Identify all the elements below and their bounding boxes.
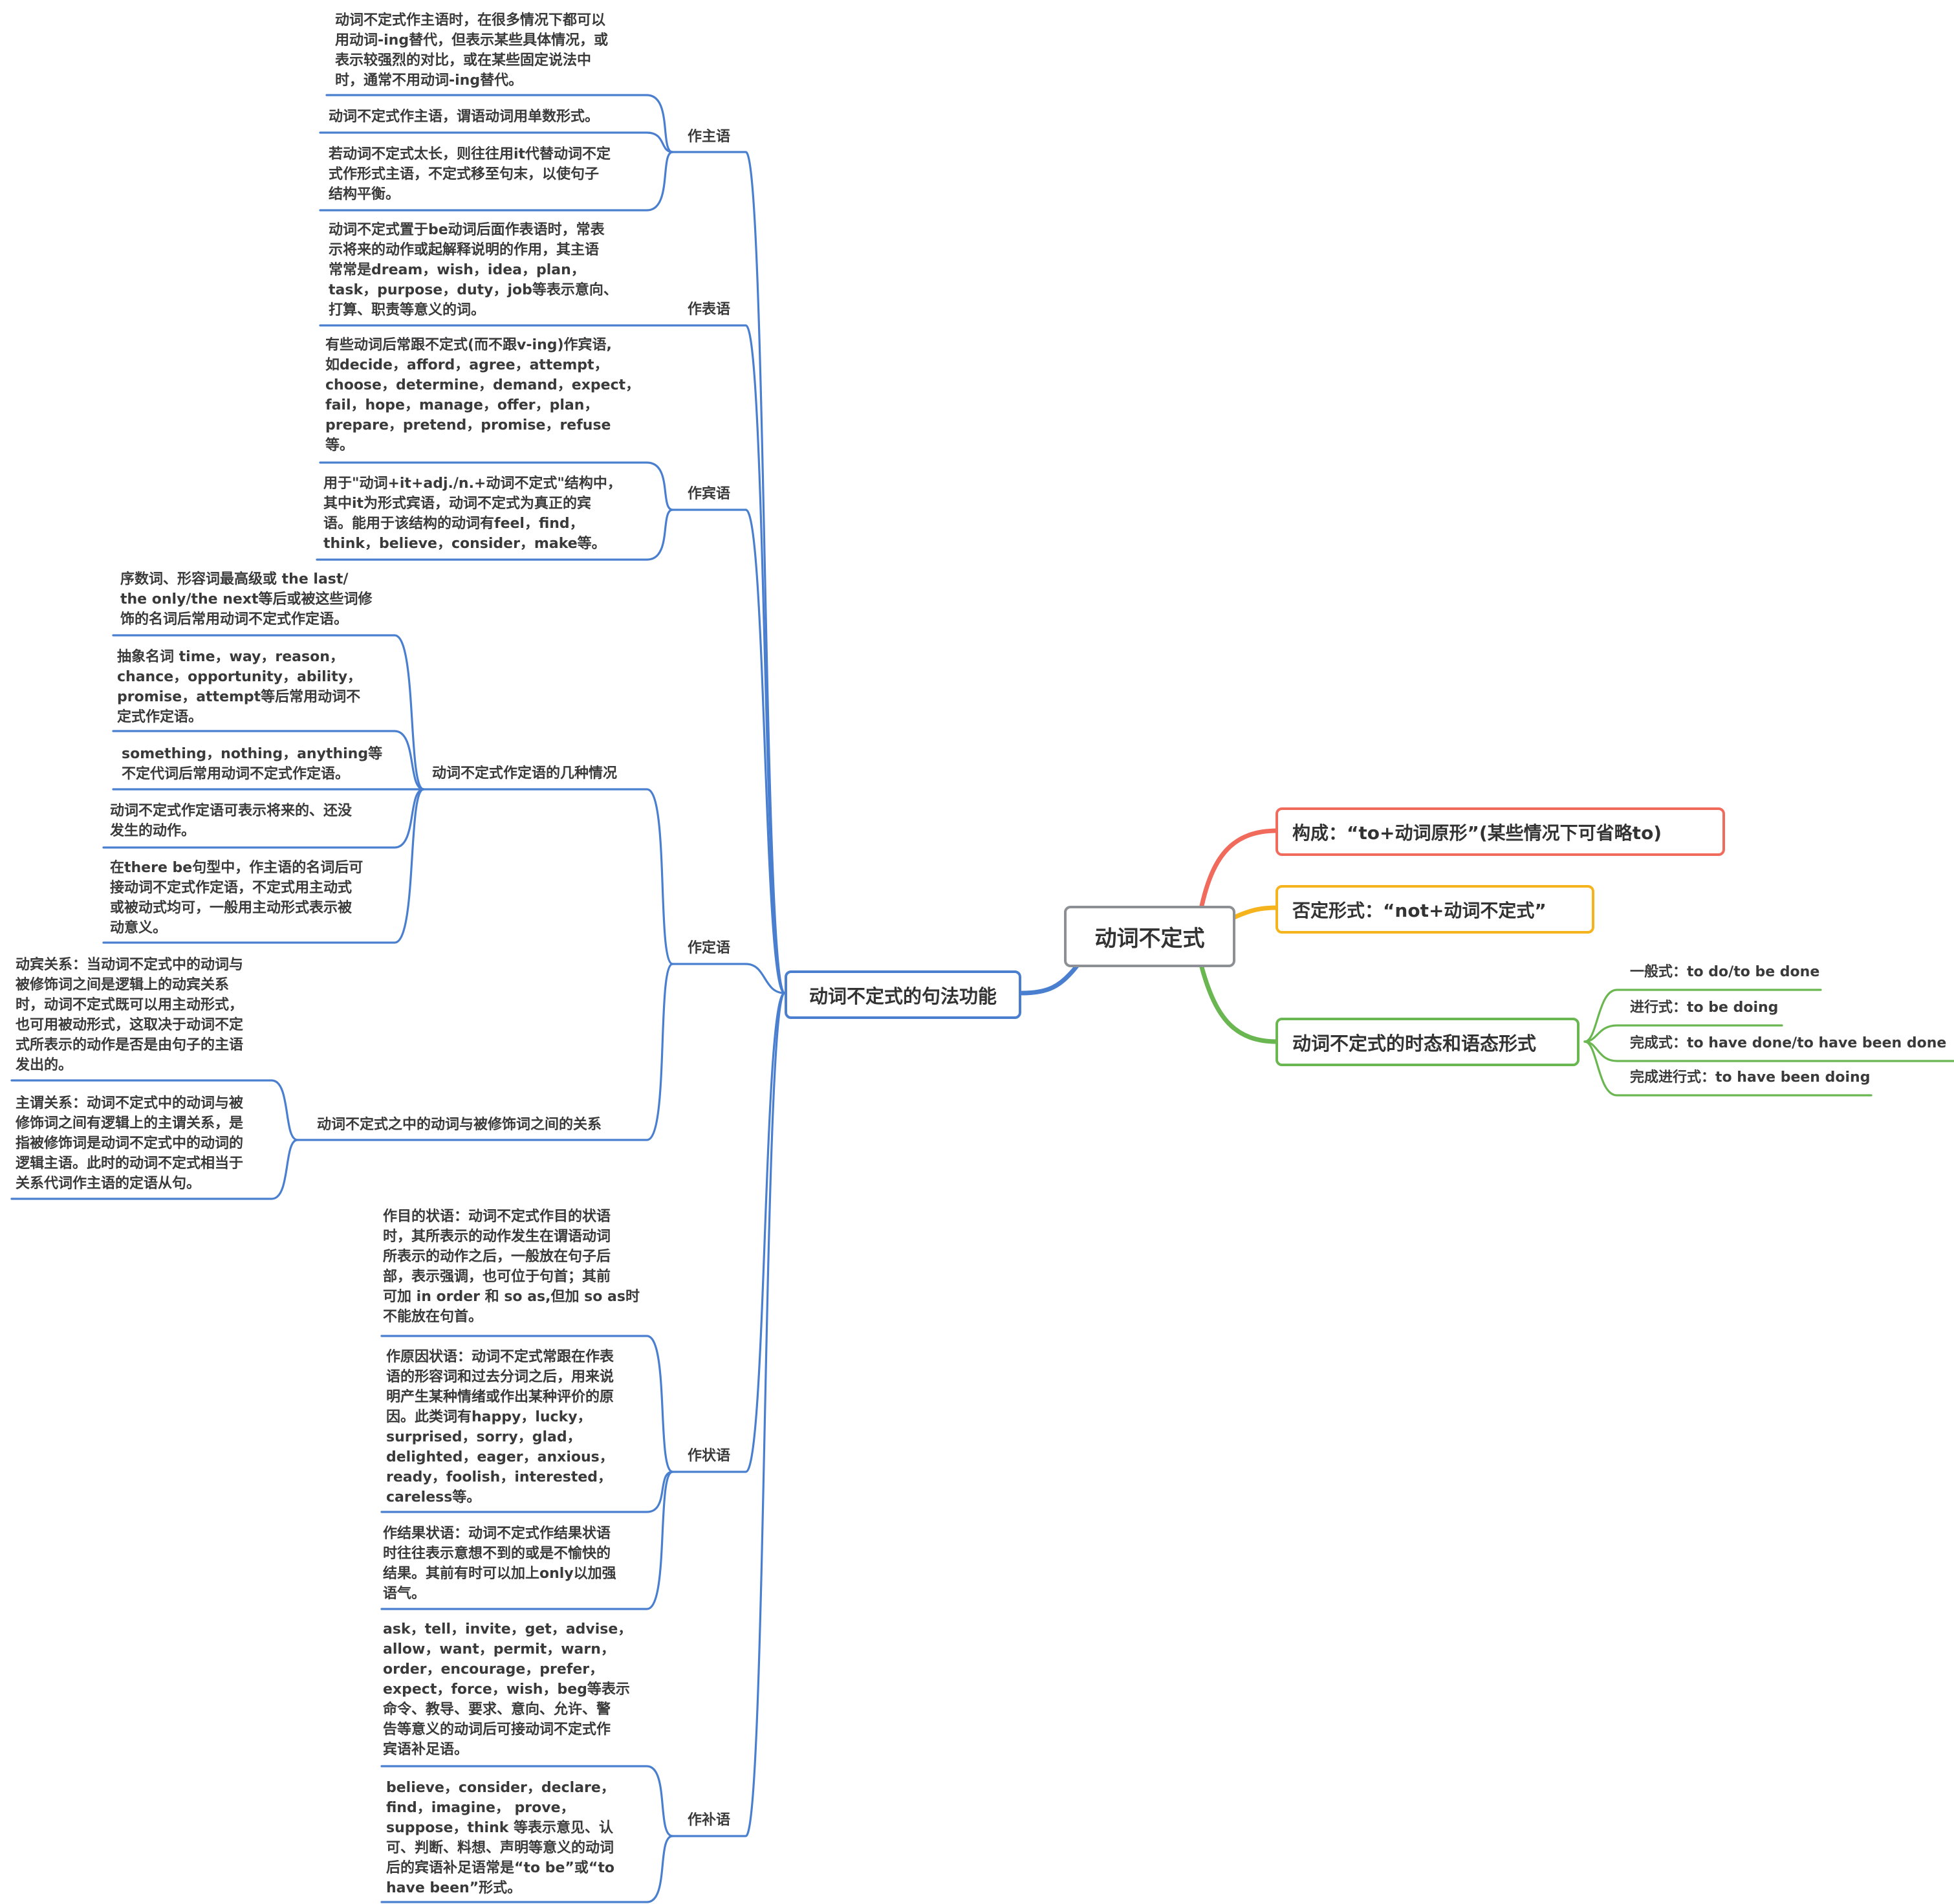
attributive-case-note: something，nothing，anything等 不定代词后常用动词不定式… — [122, 746, 383, 782]
complement-note: ask，tell，invite，get，advise， allow，want，p… — [383, 1621, 633, 1758]
link-syntax-subject — [671, 151, 786, 994]
subject-note: 动词不定式作主语时，在很多情况下都可以 用动词-ing替代，但表示某些具体情况，… — [335, 12, 609, 89]
label-attributive-cases[interactable]: 动词不定式作定语的几种情况 — [432, 765, 618, 782]
link-attributive-cases — [422, 788, 674, 965]
link-subject-3 — [319, 151, 674, 212]
link-cases-1 — [112, 634, 425, 791]
object-note: 用于"动词+it+adj./n.+动词不定式"结构中， 其中it为形式宾语，动词… — [323, 476, 622, 552]
link-adverbial-3 — [380, 1471, 674, 1610]
link-syntax-adverbial — [671, 992, 786, 1473]
tense-item: 一般式：to do/to be done — [1630, 964, 1820, 980]
label-predicative[interactable]: 作表语 — [688, 301, 731, 318]
subject-note: 若动词不定式太长，则往往用it代替动词不定 式作形式主语，不定式移至句末，以使句… — [329, 146, 611, 202]
link-syntax-predicative — [671, 324, 786, 994]
branch-composition[interactable]: 构成：“to+动词原形”(某些情况下可省略to) — [1276, 807, 1725, 856]
label-subject[interactable]: 作主语 — [688, 129, 731, 145]
attributive-relation-note: 主谓关系：动词不定式中的动词与被 修饰词之间有逻辑上的主谓关系，是 指被修饰词是… — [16, 1095, 244, 1192]
link-subject-2 — [319, 131, 674, 153]
adverbial-note: 作结果状语：动词不定式作结果状语 时往往表示意想不到的或是不愉快的 结果。其前有… — [383, 1526, 616, 1602]
object-note: 有些动词后常跟不定式(而不跟v-ing)作宾语, 如decide，afford，… — [325, 337, 640, 454]
link-root-tense — [1199, 965, 1280, 1044]
link-tense-2 — [1583, 1024, 1783, 1043]
tense-item: 完成式：to have done/to have been done — [1630, 1035, 1947, 1051]
link-cases-4 — [102, 788, 425, 849]
adverbial-note: 作目的状语：动词不定式作目的状语 时，其所表示的动作发生在谓语动词 所表示的动作… — [383, 1209, 640, 1325]
attributive-case-note: 动词不定式作定语可表示将来的、还没 发生的动作。 — [110, 803, 353, 839]
link-relation-1 — [10, 1079, 299, 1141]
link-root-composition — [1199, 828, 1280, 908]
attributive-case-note: 在there be句型中，作主语的名词后可 接动词不定式作定语，不定式用主动式 … — [110, 860, 364, 936]
link-adverbial-1 — [380, 1335, 674, 1473]
label-attributive-relation[interactable]: 动词不定式之中的动词与被修饰词之间的关系 — [317, 1117, 602, 1133]
link-complement-1 — [380, 1765, 674, 1837]
attributive-relation-note: 动宾关系：当动词不定式中的动词与 被修饰词之间是逻辑上的动宾关系 时，动词不定式… — [16, 957, 244, 1073]
adverbial-note: 作原因状语：动词不定式常跟在作表 语的形容词和过去分词之后，用来说 明产生某种情… — [386, 1349, 614, 1505]
link-adverbial-2 — [380, 1471, 674, 1513]
label-object[interactable]: 作宾语 — [688, 486, 731, 502]
link-subject-1 — [325, 94, 674, 153]
attributive-case-note: 抽象名词 time，way，reason， chance，opportunity… — [117, 649, 362, 725]
label-attributive[interactable]: 作定语 — [688, 940, 731, 956]
link-tense-1 — [1583, 989, 1822, 1043]
link-complement-2 — [380, 1835, 674, 1903]
link-syntax-attributive — [671, 963, 786, 994]
subject-note: 动词不定式作主语，谓语动词用单数形式。 — [329, 109, 600, 125]
link-object-2 — [316, 509, 674, 561]
link-relation-2 — [10, 1139, 299, 1200]
tense-item: 完成进行式：to have been doing — [1630, 1069, 1871, 1086]
link-syntax-object — [671, 509, 786, 994]
link-object-1 — [319, 461, 674, 511]
link-syntax-complement — [671, 992, 786, 1837]
link-cases-5 — [102, 788, 425, 944]
branch-tense-voice[interactable]: 动词不定式的时态和语态形式 — [1276, 1018, 1579, 1066]
label-adverbial[interactable]: 作状语 — [688, 1448, 731, 1464]
link-root-negation — [1232, 905, 1280, 920]
root-node[interactable]: 动词不定式 — [1064, 906, 1235, 967]
branch-negation[interactable]: 否定形式：“not+动词不定式” — [1276, 885, 1594, 934]
link-cases-2 — [112, 730, 425, 791]
label-complement[interactable]: 作补语 — [688, 1812, 731, 1828]
link-tense-4 — [1583, 1040, 1873, 1097]
link-attributive-relation — [296, 963, 674, 1141]
tense-item: 进行式：to be doing — [1630, 1000, 1779, 1016]
complement-note: believe，consider，declare， find，imagine， … — [386, 1780, 615, 1896]
branch-syntax-functions[interactable]: 动词不定式的句法功能 — [785, 970, 1021, 1019]
predicative-note: 动词不定式置于be动词后面作表语时，常表 示将来的动作或起解释说明的作用，其主语… — [329, 222, 618, 318]
attributive-case-note: 序数词、形容词最高级或 the last/ the only/the next等… — [120, 571, 373, 628]
link-root-syntax — [1019, 963, 1080, 996]
